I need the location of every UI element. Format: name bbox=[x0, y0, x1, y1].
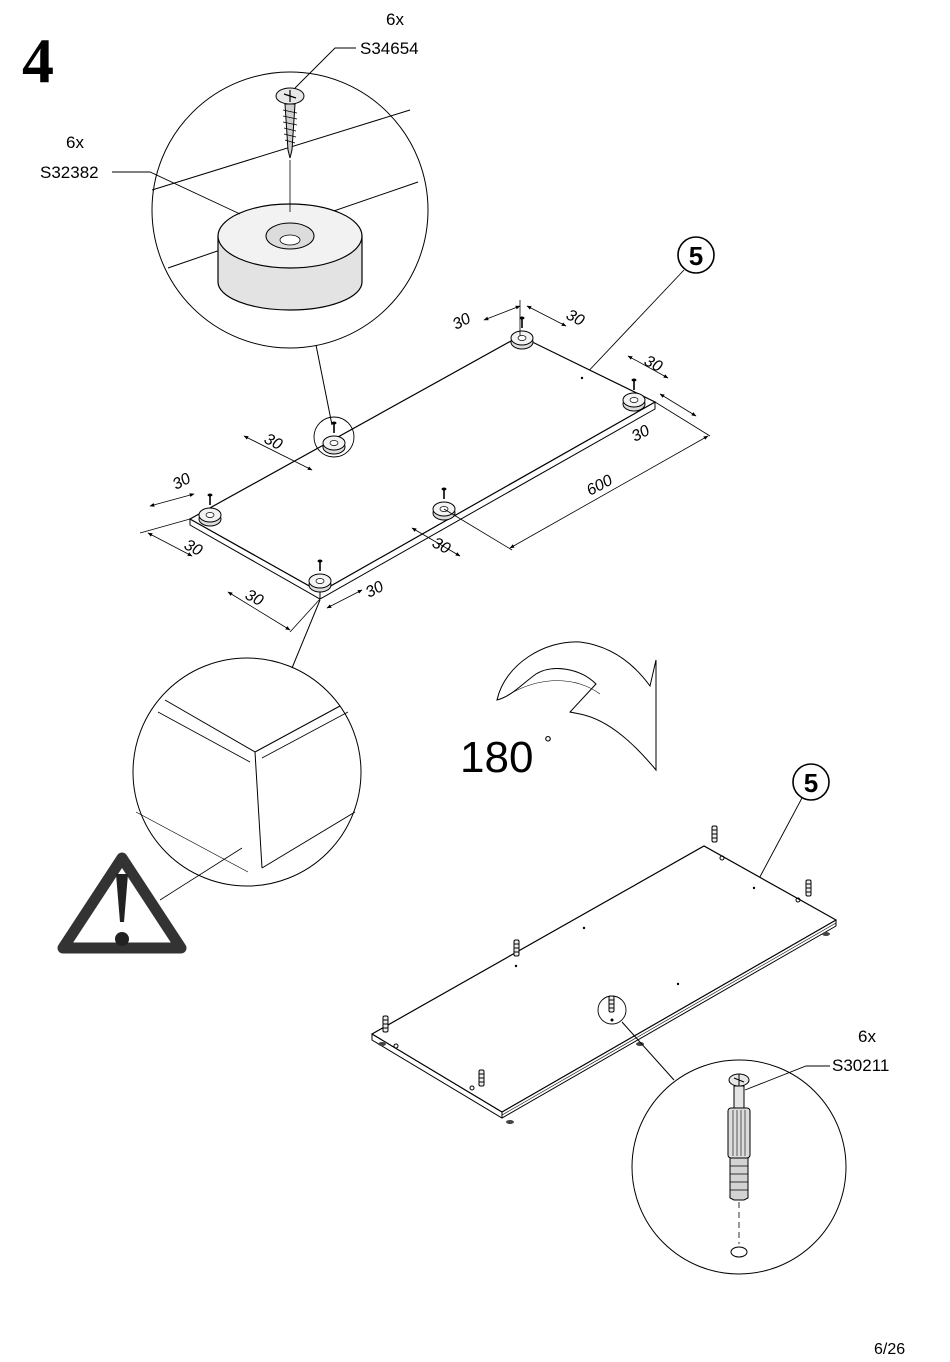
panel-number-top: 5 bbox=[689, 241, 703, 271]
dowel-quantity: 6x bbox=[858, 1027, 876, 1046]
rotation-value: 180 bbox=[460, 733, 533, 782]
dowel-code: S30211 bbox=[832, 1056, 889, 1075]
panel-reference-top: 5 bbox=[581, 236, 715, 379]
dimension-label: 30 bbox=[363, 578, 387, 601]
dimension-label: 30 bbox=[261, 431, 285, 454]
screw-part-label: 6x S34654 bbox=[294, 10, 419, 89]
panel-reference-bottom: 5 bbox=[753, 763, 830, 889]
rotation-label: 180 ° bbox=[460, 733, 552, 782]
foot-marker-highlighted bbox=[313, 416, 355, 458]
dimension-length-label: 600 bbox=[584, 472, 616, 500]
warning-icon bbox=[57, 852, 187, 954]
detail-circle-foot bbox=[151, 71, 429, 426]
dimension-label: 30 bbox=[563, 307, 587, 330]
dowel-marker bbox=[382, 1015, 389, 1033]
foot-part-label: 6x S32382 bbox=[40, 133, 241, 215]
panel-with-feet: 30 30 30 30 30 30 30 30 30 30 600 bbox=[139, 300, 711, 633]
foot-marker bbox=[308, 559, 332, 593]
page-number: 6/26 bbox=[874, 1341, 905, 1358]
rotate-arrow-icon bbox=[496, 641, 657, 772]
detail-circle-edge bbox=[132, 599, 362, 901]
dimension-label: 30 bbox=[450, 310, 474, 333]
dimension-label: 30 bbox=[629, 422, 653, 445]
dimension-label: 30 bbox=[641, 353, 665, 376]
dimension-label: 30 bbox=[242, 587, 266, 610]
panel-number-bottom: 5 bbox=[804, 768, 818, 798]
dowel-marker bbox=[478, 1069, 485, 1087]
foot-pad-icon bbox=[217, 203, 363, 311]
detail-circle-dowel bbox=[621, 1021, 847, 1275]
foot-marker bbox=[198, 493, 222, 527]
foot-marker bbox=[622, 378, 646, 412]
foot-quantity: 6x bbox=[66, 133, 84, 152]
dowel-icon bbox=[727, 1073, 751, 1258]
dimension-label: 30 bbox=[170, 470, 194, 493]
dowel-marker bbox=[513, 939, 520, 957]
screw-icon bbox=[275, 87, 305, 212]
panel-with-dowels bbox=[370, 825, 838, 1124]
dimension-label: 30 bbox=[429, 535, 453, 558]
screw-quantity: 6x bbox=[386, 10, 404, 29]
screw-code: S34654 bbox=[360, 39, 419, 58]
foot-code: S32382 bbox=[40, 163, 99, 182]
dowel-marker-highlighted bbox=[597, 995, 627, 1025]
foot-marker bbox=[510, 316, 534, 350]
dowel-part-label: 6x S30211 bbox=[744, 1027, 889, 1091]
step-number: 4 bbox=[22, 25, 54, 96]
dimension-label: 30 bbox=[181, 537, 205, 560]
dowel-marker bbox=[805, 879, 812, 897]
dowel-marker bbox=[711, 825, 718, 843]
dimension-lines bbox=[139, 300, 711, 633]
rotation-unit: ° bbox=[544, 733, 552, 755]
